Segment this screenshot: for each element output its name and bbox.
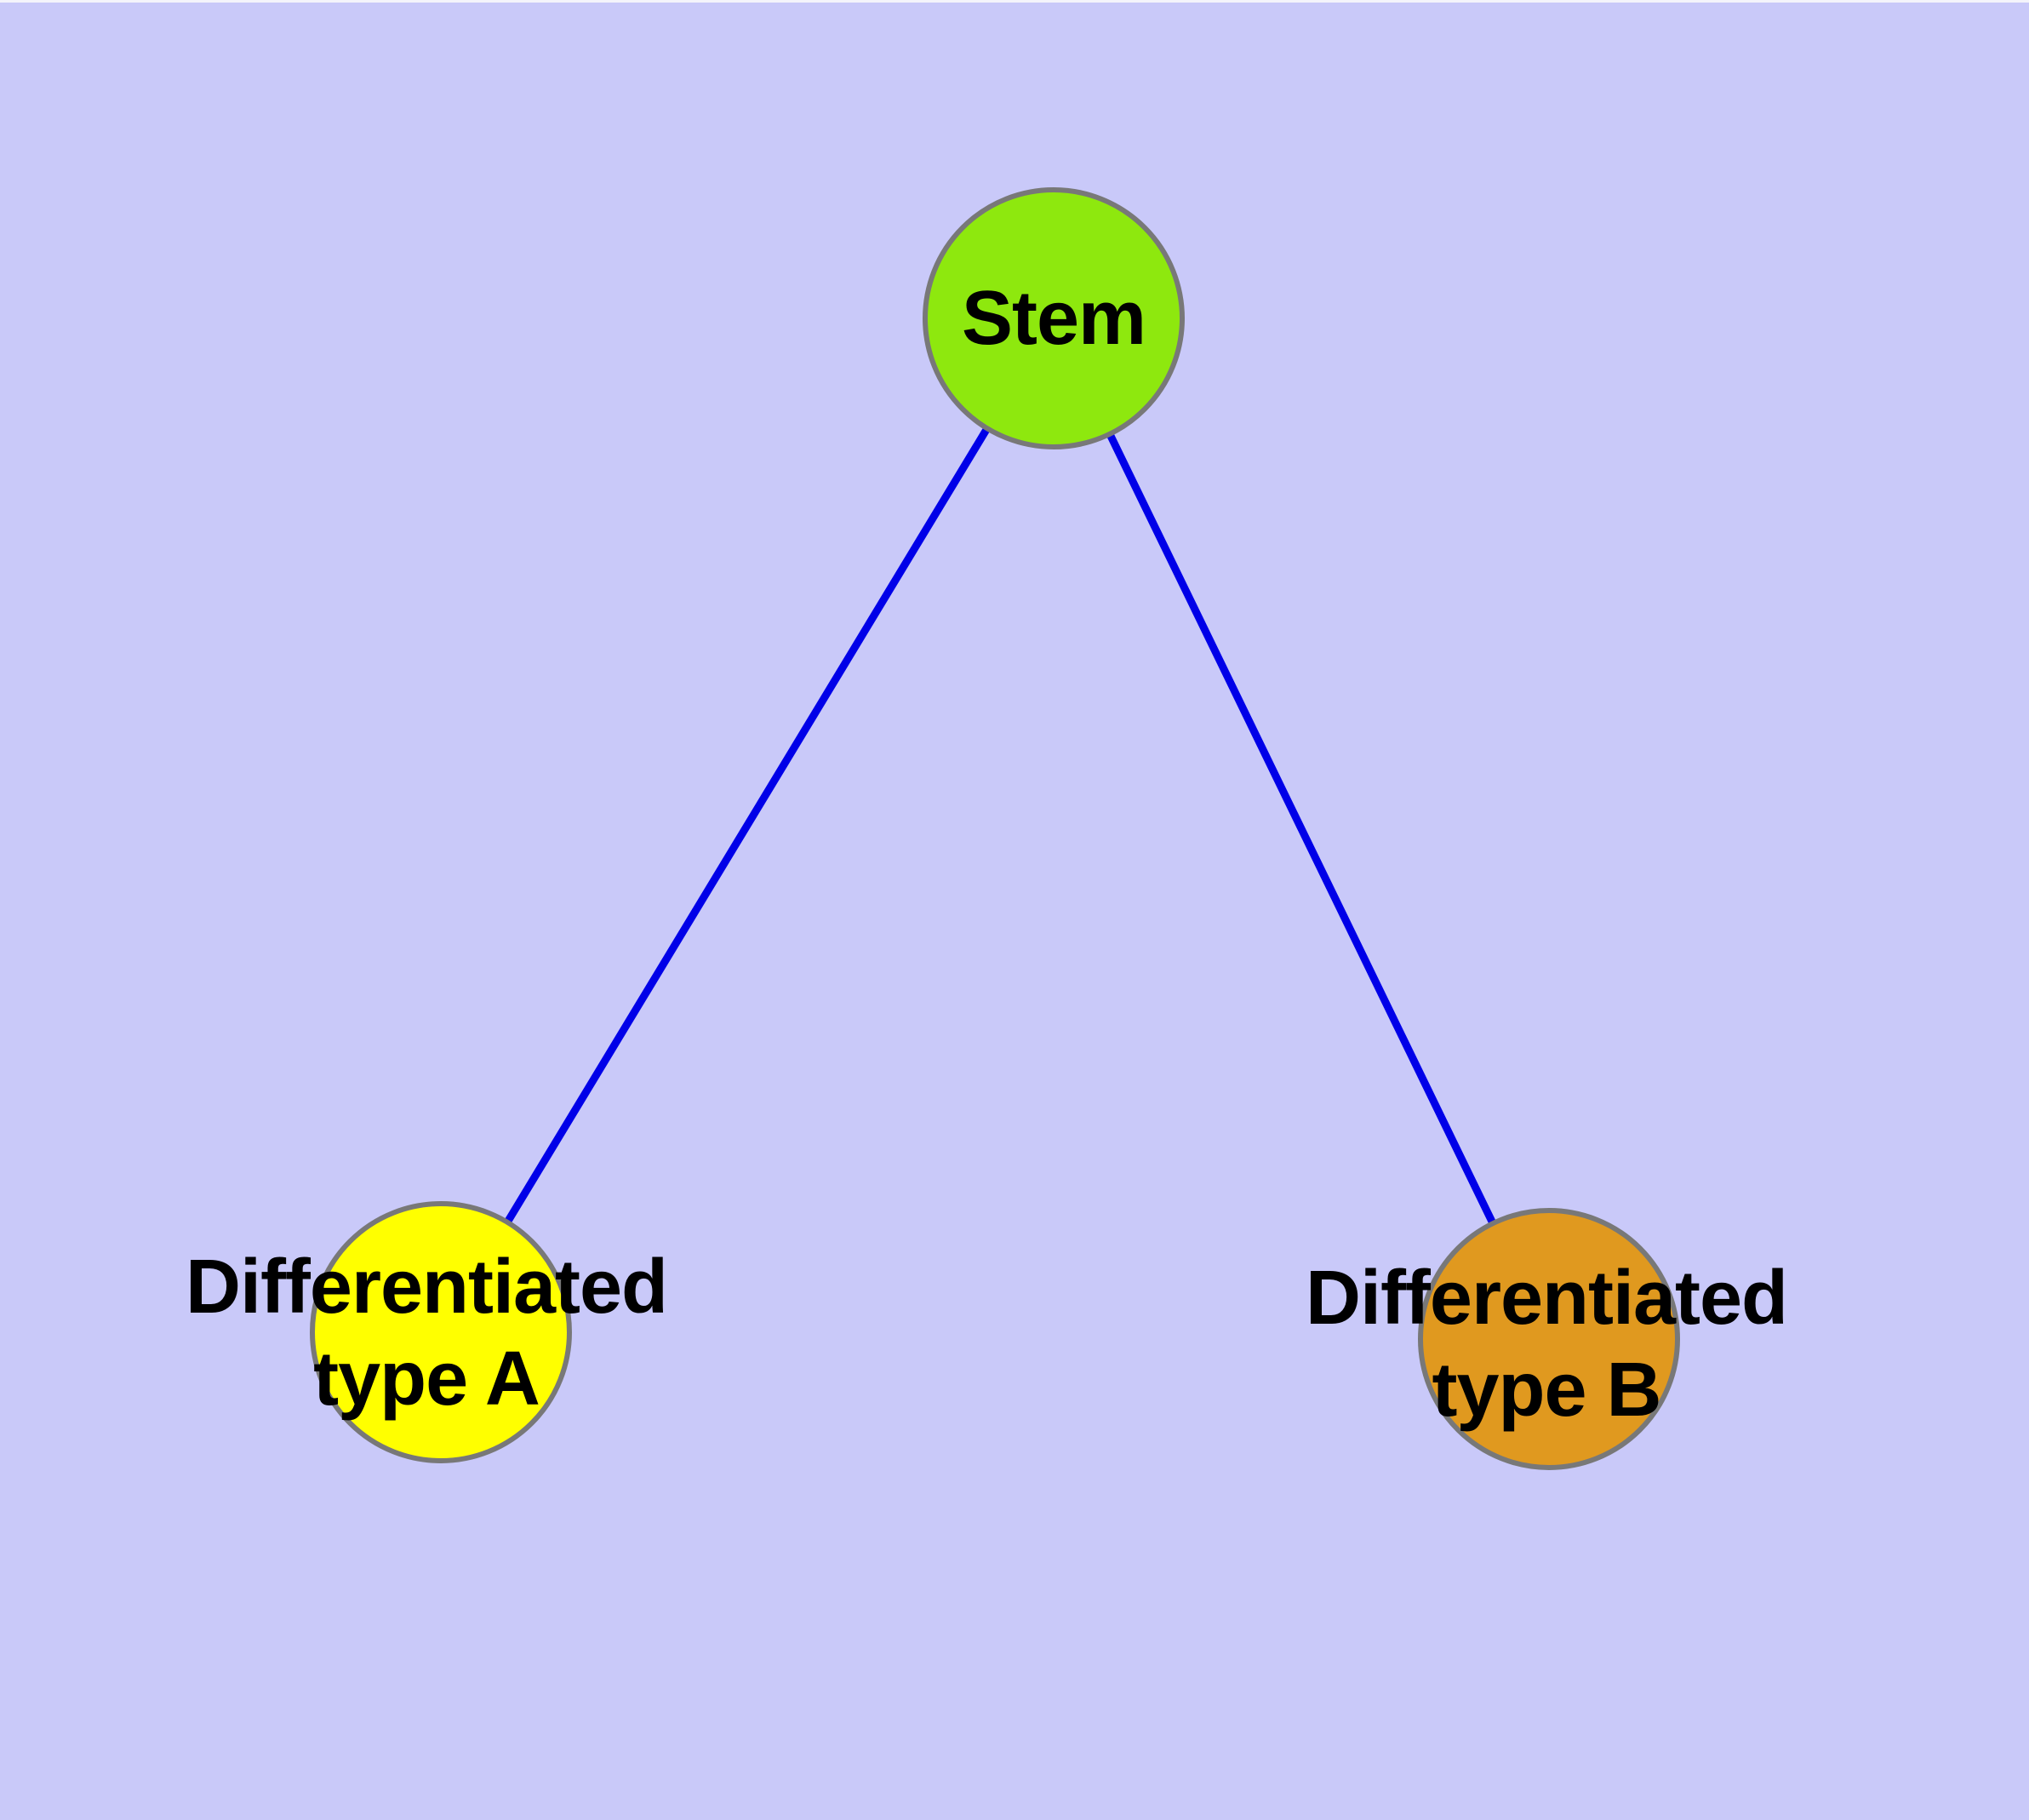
stem-node-circle — [923, 187, 1185, 449]
canvas-top-edge — [0, 0, 2029, 3]
edge-stem-to-type-a — [437, 314, 1058, 1336]
edge-stem-to-type-b — [1049, 314, 1553, 1343]
type-a-node-circle — [310, 1201, 572, 1463]
type-b-node-circle — [1418, 1208, 1680, 1470]
